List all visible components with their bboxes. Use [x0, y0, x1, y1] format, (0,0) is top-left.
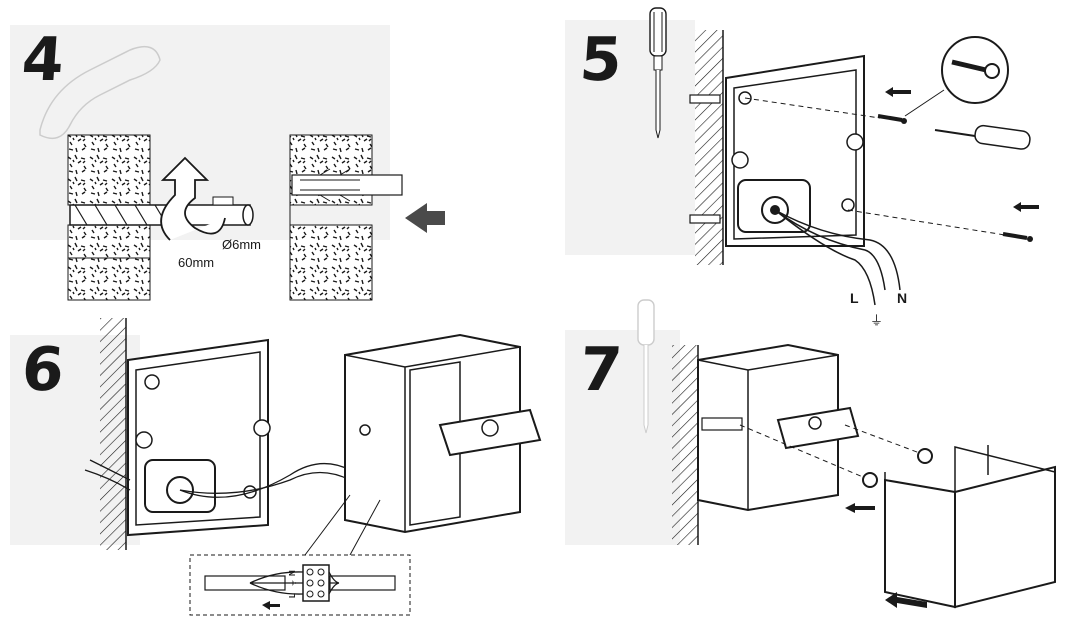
- screw-icon: [917, 448, 933, 464]
- terminal-l-label: L: [288, 593, 297, 598]
- screwdriver-icon: [637, 299, 655, 434]
- step-number-5: 5: [577, 25, 625, 95]
- terminal-block-icon: [204, 564, 396, 610]
- live-wire-label: L: [850, 290, 859, 306]
- screw-icon: [862, 472, 878, 488]
- earth-wire-label: ⏚: [870, 313, 883, 328]
- push-arrow-icon: [405, 203, 445, 233]
- step-6-wiring: N ⏚ L: [84, 318, 542, 616]
- terminal-n-label: N: [288, 570, 297, 576]
- step-4-drilling: 60mm Ø6mm: [39, 45, 445, 301]
- step-number-6: 6: [19, 335, 67, 405]
- screw-icon: [877, 114, 1033, 242]
- wall-plug-icon: [291, 174, 403, 196]
- drill-icon: [39, 45, 161, 140]
- step-number-4: 4: [19, 25, 67, 95]
- terminal-earth-label: ⏚: [288, 579, 297, 587]
- screw-detail-circle: [941, 36, 1009, 104]
- step-5-mounting: L N ⏚: [649, 7, 1039, 328]
- lamp-body: [697, 343, 839, 512]
- lamp-cover: [884, 478, 956, 609]
- wall-hatch: [695, 30, 723, 265]
- step-7-cover: [637, 299, 1056, 609]
- depth-label: 60mm: [178, 255, 214, 270]
- rotation-arrow-icon: [160, 156, 226, 241]
- step-5-background: [565, 20, 695, 255]
- push-arrow-icon: [885, 592, 927, 608]
- diameter-label: Ø6mm: [222, 237, 261, 252]
- screwdriver-horizontal-icon: [934, 124, 1031, 150]
- step-7-background: [565, 330, 680, 545]
- wall-block-upper: [67, 134, 151, 206]
- step-number-7: 7: [577, 335, 625, 405]
- neutral-wire-label: N: [897, 290, 907, 306]
- screwdriver-icon: [649, 7, 667, 139]
- wall-block-lower: [67, 224, 151, 301]
